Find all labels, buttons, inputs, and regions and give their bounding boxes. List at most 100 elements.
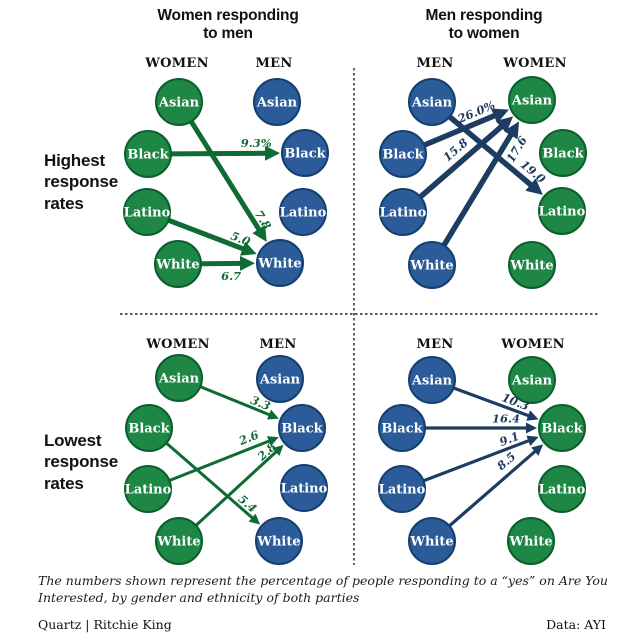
edge-value: 16.4 [492, 412, 520, 426]
title-men-responding-to-women: Men responding to women [425, 7, 543, 43]
arrowhead-icon [490, 108, 509, 124]
edge-value: 2.8 [254, 440, 279, 465]
ethnicity-label: Asian [259, 373, 301, 388]
ethnicity-circle [125, 404, 173, 452]
node-woman-black: Black [124, 130, 172, 178]
edge-value: 7.8 [252, 208, 274, 232]
edge-white-to-asian [429, 121, 520, 267]
ethnicity-circle [124, 465, 172, 513]
ethnicity-circle [279, 188, 327, 236]
edge-line [176, 100, 262, 233]
row-label-highest-response-rates: Highest response rates [44, 151, 118, 213]
ethnicity-circle [538, 187, 586, 235]
ethnicity-circle [378, 404, 426, 452]
ethnicity-label: White [156, 535, 200, 550]
edge-value: 5.0 [229, 229, 253, 249]
ethnicity-circle [538, 404, 586, 452]
ethnicity-circle [281, 129, 329, 177]
ethnicity-circle [256, 239, 304, 287]
ethnicity-label: White [409, 535, 453, 550]
column-label-men: MEN [259, 337, 296, 352]
ethnicity-label: Latino [125, 483, 172, 498]
node-man-white: White [255, 517, 303, 565]
node-man-asian: Asian [408, 356, 456, 404]
ethnicity-label: Asian [511, 374, 553, 389]
arrowhead-icon [248, 513, 261, 525]
ethnicity-circle [155, 354, 203, 402]
node-man-latino: Latino [279, 188, 327, 236]
node-woman-asian: Asian [508, 356, 556, 404]
title-women-responding-to-men: Women responding to men [157, 7, 299, 43]
ethnicity-label: Black [382, 148, 424, 163]
ethnicity-label: White [256, 535, 300, 550]
edge-value: 9.1 [498, 429, 522, 449]
row-label-lowest-response-rates: Lowest response rates [44, 431, 118, 493]
column-label-men: MEN [416, 56, 453, 71]
ethnicity-circle [508, 356, 556, 404]
ethnicity-label: White [508, 535, 552, 550]
ethnicity-circle [539, 129, 587, 177]
node-man-latino: Latino [378, 465, 426, 513]
ethnicity-label: Black [284, 147, 326, 162]
ethnicity-circle [379, 188, 427, 236]
ethnicity-label: White [509, 259, 553, 274]
arrowhead-icon [272, 444, 284, 456]
ethnicity-label: Latino [281, 482, 328, 497]
node-man-black: Black [379, 130, 427, 178]
ethnicity-circle [408, 356, 456, 404]
arrowhead-icon [503, 121, 520, 140]
ethnicity-circle [253, 78, 301, 126]
ethnicity-label: Latino [379, 483, 426, 498]
node-woman-latino: Latino [124, 465, 172, 513]
ethnicity-circle [507, 517, 555, 565]
ethnicity-label: Black [541, 422, 583, 437]
node-man-white: White [256, 239, 304, 287]
quadrant-men-to-women-highest: MENAsianBlackLatinoWhiteWOMENAsianBlackL… [379, 56, 587, 289]
node-man-white: White [408, 241, 456, 289]
node-man-white: White [408, 517, 456, 565]
arrowhead-icon [526, 435, 539, 446]
edge-value: 6.7 [221, 269, 241, 283]
arrowhead-icon [264, 145, 281, 161]
ethnicity-circle [408, 517, 456, 565]
node-woman-asian: Asian [508, 76, 556, 124]
ethnicity-label: Latino [539, 483, 586, 498]
arrowhead-icon [239, 241, 257, 256]
node-woman-black: Black [539, 129, 587, 177]
ethnicity-circle [155, 517, 203, 565]
ethnicity-label: Asian [511, 94, 553, 109]
ethnicity-circle [508, 241, 556, 289]
ethnicity-label: Black [381, 422, 423, 437]
ethnicity-label: Black [542, 147, 584, 162]
ethnicity-circle [123, 188, 171, 236]
node-woman-white: White [508, 241, 556, 289]
column-label-women: WOMEN [145, 337, 210, 352]
arrowhead-icon [526, 410, 539, 421]
ethnicity-circle [154, 240, 202, 288]
column-label-women: WOMEN [502, 56, 567, 71]
node-man-black: Black [378, 404, 426, 452]
node-woman-black: Black [538, 404, 586, 452]
node-woman-white: White [154, 240, 202, 288]
node-man-asian: Asian [256, 355, 304, 403]
column-label-women: WOMEN [500, 337, 565, 352]
ethnicity-circle [278, 404, 326, 452]
edge-value: 9.3% [241, 136, 272, 150]
column-label-men: MEN [416, 337, 453, 352]
node-man-asian: Asian [253, 78, 301, 126]
ethnicity-label: Asian [158, 372, 200, 387]
credit-data: Data: AYI [546, 617, 606, 632]
ethnicity-circle [124, 130, 172, 178]
ethnicity-circle [255, 517, 303, 565]
edge-asian-to-white [176, 100, 267, 242]
edge-value: 5.4 [235, 492, 259, 516]
node-woman-latino: Latino [538, 187, 586, 235]
ethnicity-label: Asian [158, 96, 200, 111]
credit-source: Quartz | Ritchie King [38, 617, 172, 632]
ethnicity-label: White [257, 257, 301, 272]
ethnicity-label: Black [281, 422, 323, 437]
ethnicity-label: Asian [411, 374, 453, 389]
ethnicity-label: Latino [124, 206, 171, 221]
